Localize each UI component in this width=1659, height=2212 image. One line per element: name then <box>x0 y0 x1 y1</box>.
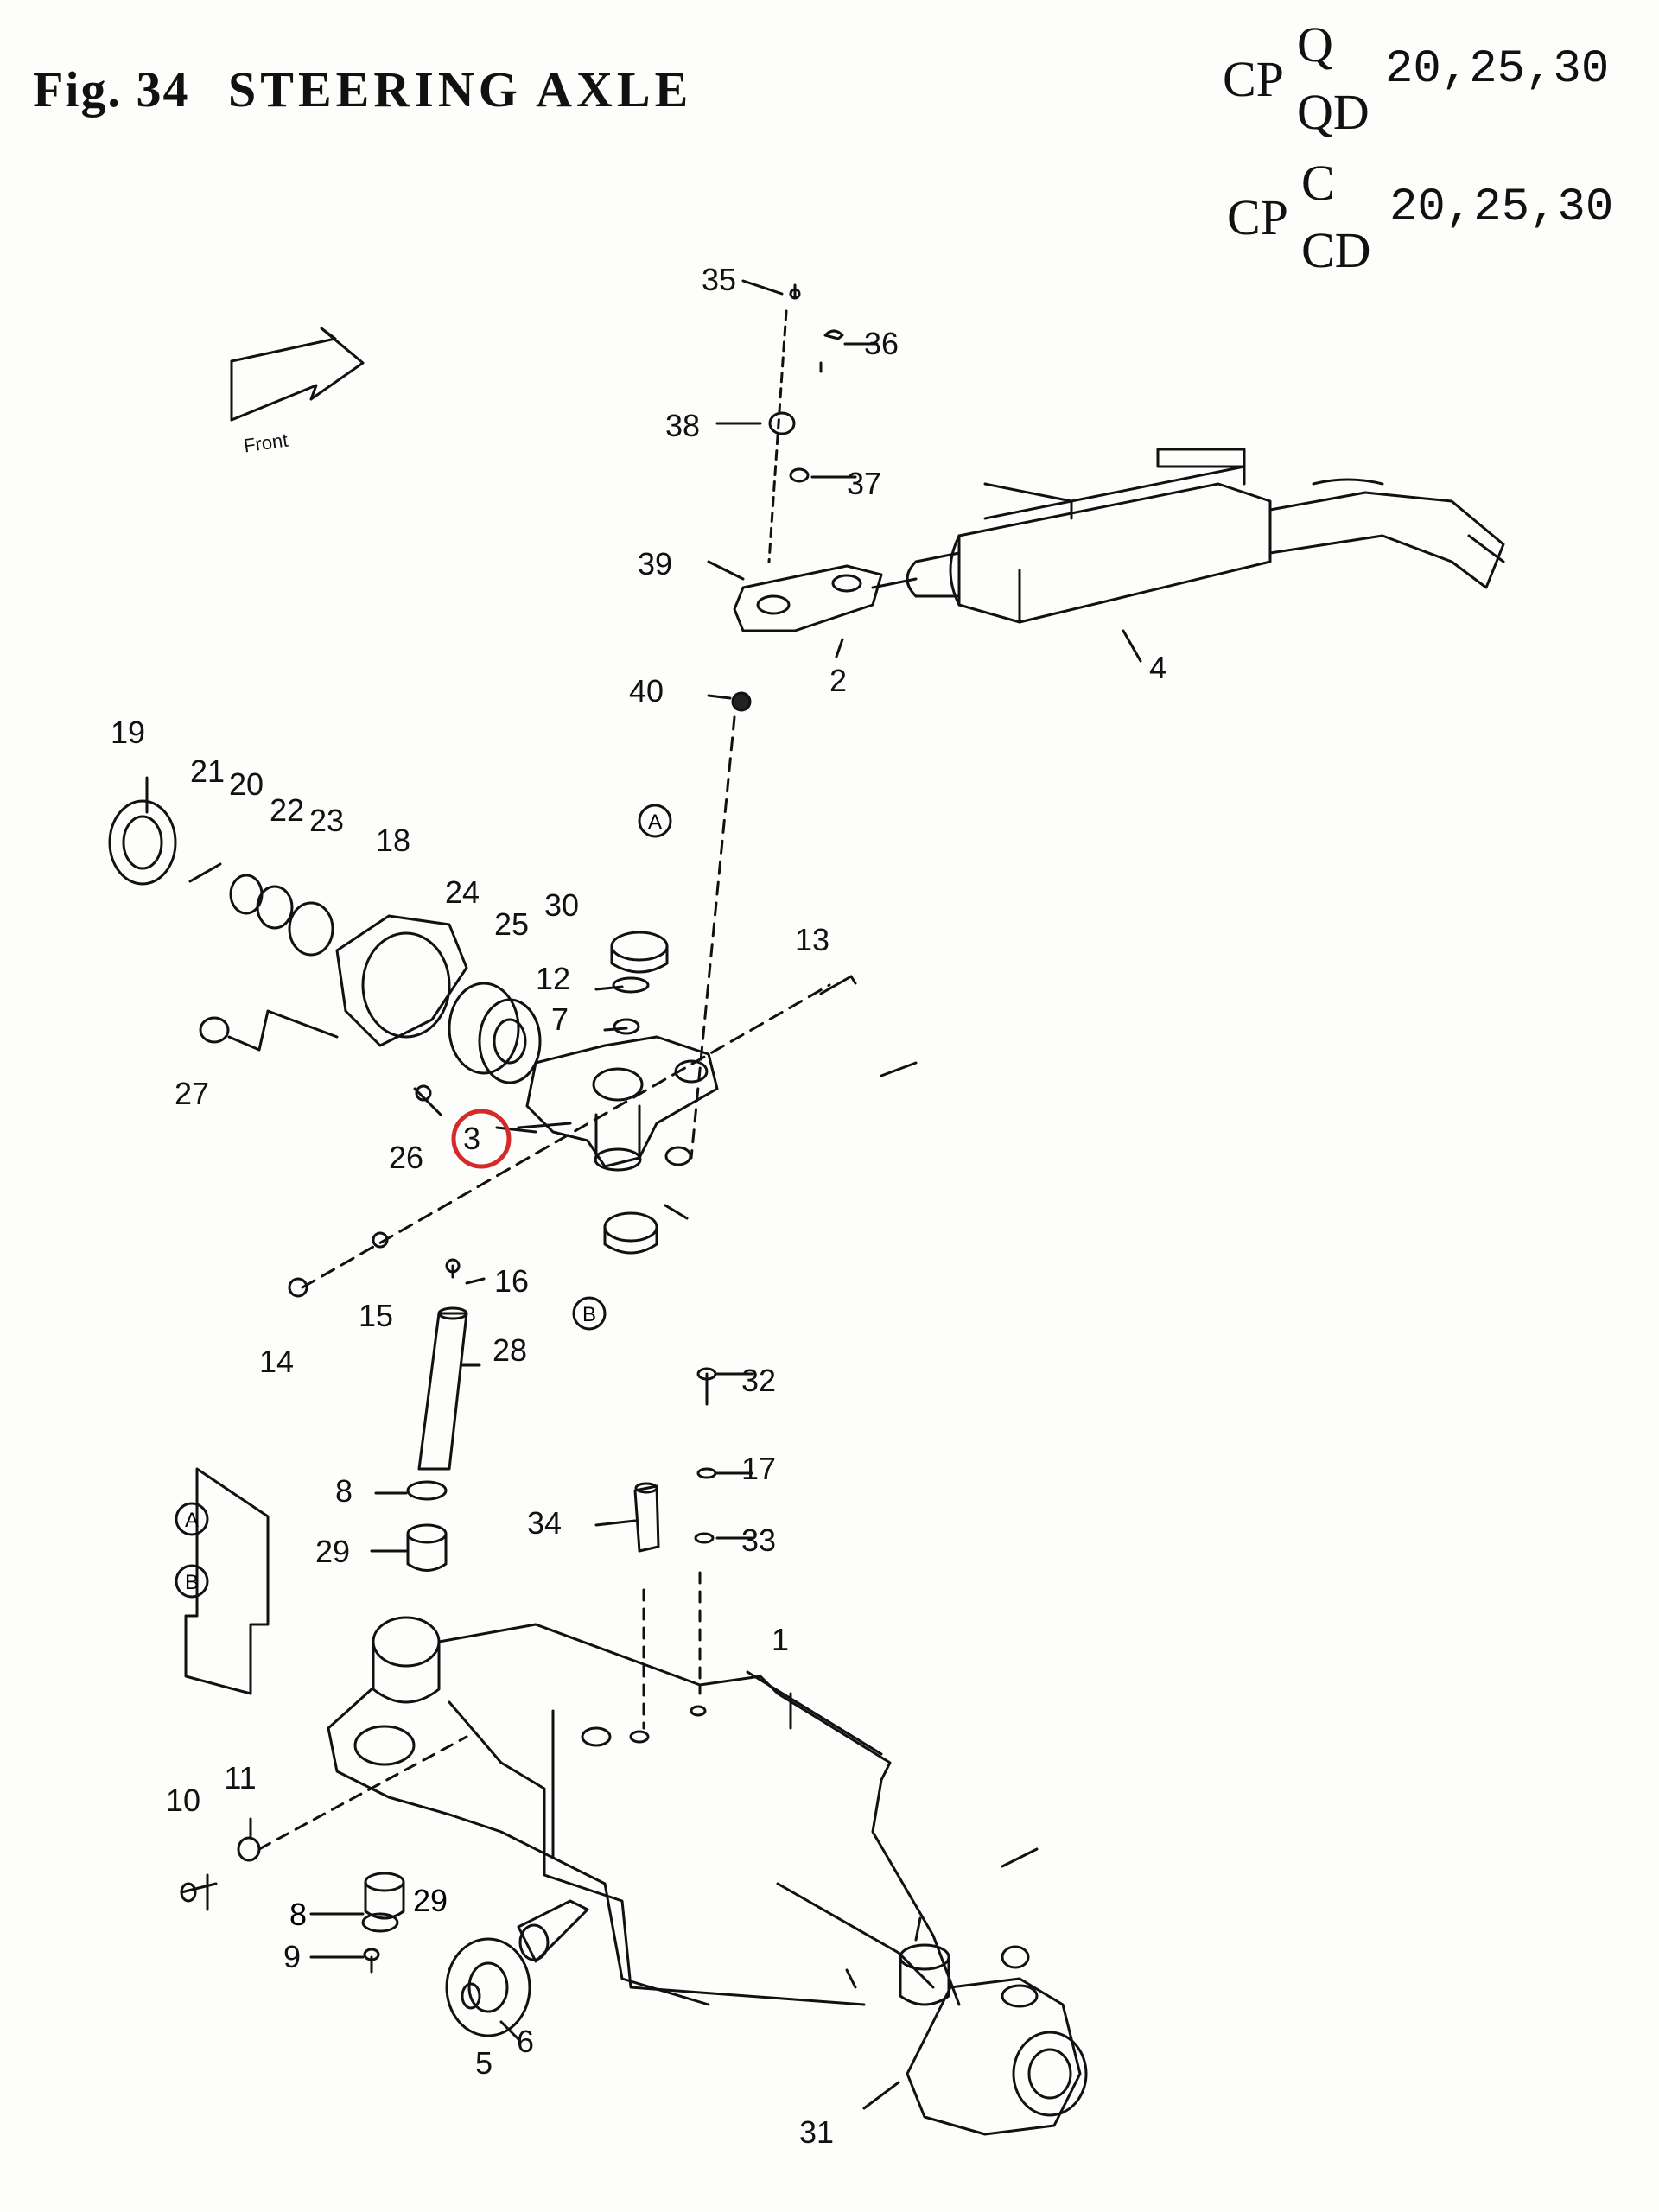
part-label-3: 3 <box>463 1121 480 1156</box>
wheel-hub-assembly <box>108 799 542 1084</box>
king-pin <box>417 1258 468 1471</box>
part-label-4: 4 <box>1149 650 1166 685</box>
part-label-27: 27 <box>175 1076 209 1111</box>
model-superscript: C <box>1301 155 1335 211</box>
ref-circle-A <box>175 1502 209 1536</box>
part-label-16: 16 <box>494 1263 529 1299</box>
part-label-8: 8 <box>289 1897 307 1932</box>
part-label-14: 14 <box>259 1344 294 1379</box>
model-superscript: Q <box>1297 16 1333 73</box>
model-subscript: QD <box>1297 84 1370 140</box>
part-label-8: 8 <box>335 1473 353 1509</box>
part-label-11: 11 <box>224 1760 256 1796</box>
ref-letter-A: A <box>185 1509 199 1532</box>
model-base: CP <box>1227 189 1288 245</box>
part-label-2: 2 <box>830 663 847 698</box>
part-label-31: 31 <box>799 2114 834 2150</box>
part-label-35: 35 <box>702 262 736 297</box>
model-sizes: 20,25,30 <box>1385 43 1610 96</box>
part-label-28: 28 <box>493 1332 527 1368</box>
part-label-38: 38 <box>665 408 700 443</box>
part-label-24: 24 <box>445 874 480 910</box>
part-label-13: 13 <box>795 922 830 957</box>
model-sizes: 20,25,30 <box>1389 181 1614 234</box>
part-label-23: 23 <box>309 803 344 838</box>
right-knuckle <box>899 1847 1088 2136</box>
part-label-15: 15 <box>359 1298 393 1333</box>
part-label-9: 9 <box>283 1939 301 1974</box>
reference-markers: A A B B <box>175 804 672 1599</box>
part-label-1: 1 <box>772 1622 789 1657</box>
part-label-39: 39 <box>638 546 672 582</box>
steering-knuckle <box>517 1035 719 1172</box>
part-label-10: 10 <box>166 1783 200 1818</box>
part-label-7: 7 <box>551 1001 569 1037</box>
part-label-34: 34 <box>527 1505 562 1541</box>
part-label-5: 5 <box>475 2045 493 2081</box>
figure-number: Fig. 34 <box>33 61 190 118</box>
part-label-18: 18 <box>376 823 410 858</box>
part-label-29: 29 <box>413 1883 448 1918</box>
front-arrow-icon <box>230 327 365 422</box>
ref-circle-B <box>572 1296 607 1331</box>
model-base: CP <box>1223 51 1284 107</box>
figure-title: Fig. 34 STEERING AXLE <box>33 60 692 118</box>
ref-letter-A: A <box>648 810 662 834</box>
part-label-25: 25 <box>494 906 529 942</box>
part-label-36: 36 <box>864 326 899 361</box>
part-label-20: 20 <box>229 766 264 802</box>
steering-cylinder <box>906 448 1505 624</box>
part-label-17: 17 <box>741 1451 776 1486</box>
part-label-32: 32 <box>741 1363 776 1398</box>
model-subscript: CD <box>1301 222 1371 278</box>
ref-circle-A <box>638 804 672 838</box>
part-label-33: 33 <box>741 1522 776 1558</box>
part-label-12: 12 <box>536 961 570 996</box>
part-label-19: 19 <box>111 715 145 750</box>
ref-letter-B: B <box>582 1303 596 1326</box>
highlight-circle <box>451 1109 512 1169</box>
bolt-stack <box>767 283 844 563</box>
part-label-30: 30 <box>544 887 579 923</box>
axle-beam <box>327 1616 961 2006</box>
ref-circle-B <box>175 1564 209 1599</box>
part-label-37: 37 <box>847 466 881 501</box>
tie-rod-link <box>733 564 918 632</box>
part-label-26: 26 <box>389 1140 423 1175</box>
part-label-21: 21 <box>190 753 225 789</box>
ref-letter-B: B <box>185 1571 199 1594</box>
part-label-6: 6 <box>517 2024 534 2059</box>
part-label-22: 22 <box>270 792 304 828</box>
part-label-40: 40 <box>629 673 664 709</box>
figure-name: STEERING AXLE <box>228 61 693 118</box>
part-label-29: 29 <box>315 1534 350 1569</box>
